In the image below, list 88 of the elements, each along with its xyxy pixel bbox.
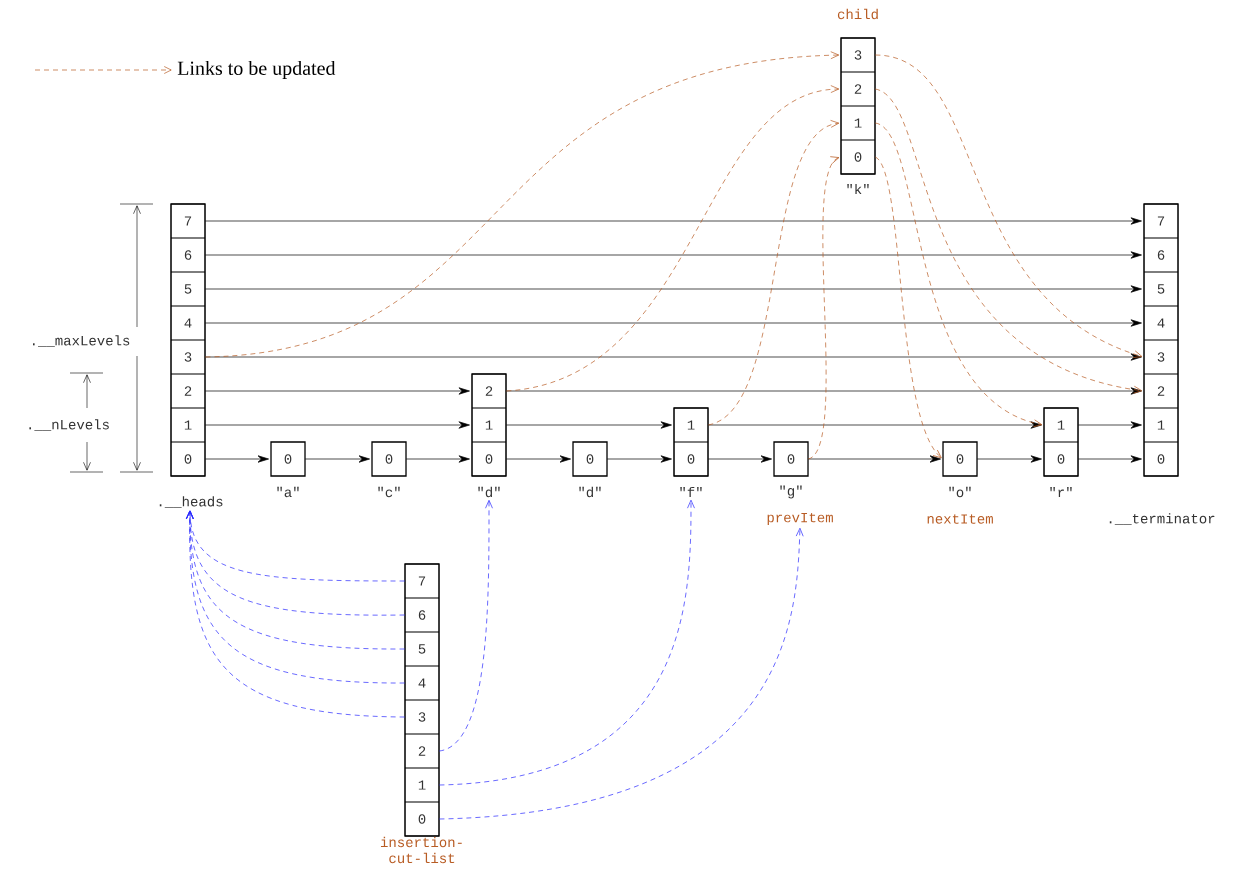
link-arrow [438, 499, 493, 752]
link-arrow [505, 85, 840, 392]
role-label: nextItem [927, 514, 993, 524]
link-arrow [438, 527, 804, 820]
pointer-arrow [1077, 421, 1142, 429]
array-cell: 7 [404, 563, 440, 599]
column-label: "k" [847, 183, 869, 195]
column-label: "r" [1050, 486, 1072, 498]
pointer-arrow [707, 455, 772, 463]
array-cell: 1 [1043, 407, 1079, 443]
role-label: prevItem [767, 512, 833, 526]
column-label: "o" [949, 486, 971, 498]
array-cell: 4 [1143, 305, 1179, 341]
link-arrow [438, 499, 695, 786]
array-cell: 2 [404, 733, 440, 769]
array-cell: 0 [673, 441, 709, 477]
array-cell: 2 [170, 373, 206, 409]
column-label: "c" [378, 486, 400, 498]
pointer-arrow [707, 421, 1042, 429]
column-label: "d" [579, 486, 601, 498]
array-cell: 7 [1143, 203, 1179, 239]
column-label: .__terminator [1109, 513, 1215, 525]
array-cell: 0 [840, 139, 876, 175]
pointer-arrow [204, 251, 1142, 259]
column-label: "a" [277, 486, 299, 498]
dimension-label: .__maxLevels [33, 335, 130, 347]
array-cell: 1 [840, 105, 876, 141]
column-label: "g" [780, 485, 802, 499]
array-cell: 6 [1143, 237, 1179, 273]
pointer-arrow [204, 421, 470, 429]
array-cell: 0 [787, 454, 795, 464]
pointer-arrow [606, 455, 672, 463]
array-cell: 0 [956, 454, 964, 464]
array-cell: 4 [404, 665, 440, 701]
pointer-arrow [1077, 455, 1142, 463]
pointer-arrow [204, 387, 470, 395]
array-cell: 1 [1143, 407, 1179, 443]
array-cell: 0 [404, 801, 440, 837]
link-arrow [874, 122, 1043, 428]
array-cell: 2 [1143, 373, 1179, 409]
legend-text: Links to be updated [177, 60, 336, 80]
link-arrow [707, 120, 840, 426]
link-arrow [807, 156, 840, 460]
array-cell: 1 [170, 407, 206, 443]
column-label: "d" [478, 486, 500, 498]
array-cell: 7 [170, 203, 206, 239]
array-cell: 1 [404, 767, 440, 803]
array-cell: 0 [1143, 441, 1179, 477]
link-arrow [185, 510, 406, 718]
pointer-arrow [505, 421, 672, 429]
pointer-arrow [405, 455, 470, 463]
pointer-arrow [976, 455, 1042, 463]
array-cell: 0 [471, 441, 507, 477]
array-cell: 5 [170, 271, 206, 307]
array-cell: 5 [1143, 271, 1179, 307]
link-arrow [874, 88, 1143, 394]
pointer-arrow [204, 217, 1142, 225]
array-cell: 1 [471, 407, 507, 443]
column-label: .__heads [159, 496, 223, 508]
array-cell: 1 [673, 407, 709, 443]
link-arrow [204, 51, 840, 358]
array-cell: 3 [840, 37, 876, 73]
array-cell: 2 [840, 71, 876, 107]
pointer-arrow [204, 285, 1142, 293]
array-cell: 2 [471, 373, 507, 409]
array-cell: 6 [170, 237, 206, 273]
role-label: child [837, 8, 878, 20]
array-cell: 4 [170, 305, 206, 341]
array-cell: 0 [284, 454, 292, 464]
link-arrow [874, 156, 942, 459]
array-cell: 0 [385, 454, 393, 464]
array-cell: 3 [1143, 339, 1179, 375]
array-cell: 6 [404, 597, 440, 633]
array-cell: 0 [1043, 441, 1079, 477]
column-label: "f" [680, 486, 702, 498]
column-label: insertion-cut-list [380, 836, 462, 864]
pointer-arrow [807, 455, 941, 463]
pointer-arrow [204, 455, 269, 463]
array-cell: 0 [586, 454, 594, 464]
link-arrow [874, 54, 1143, 358]
pointer-arrow [505, 455, 571, 463]
pointer-arrow [304, 455, 370, 463]
pointer-arrow [204, 319, 1142, 327]
dimension-label: .__nLevels [29, 419, 109, 431]
array-cell: 3 [404, 699, 440, 735]
array-cell: 3 [170, 339, 206, 375]
array-cell: 5 [404, 631, 440, 667]
array-cell: 0 [170, 441, 206, 477]
